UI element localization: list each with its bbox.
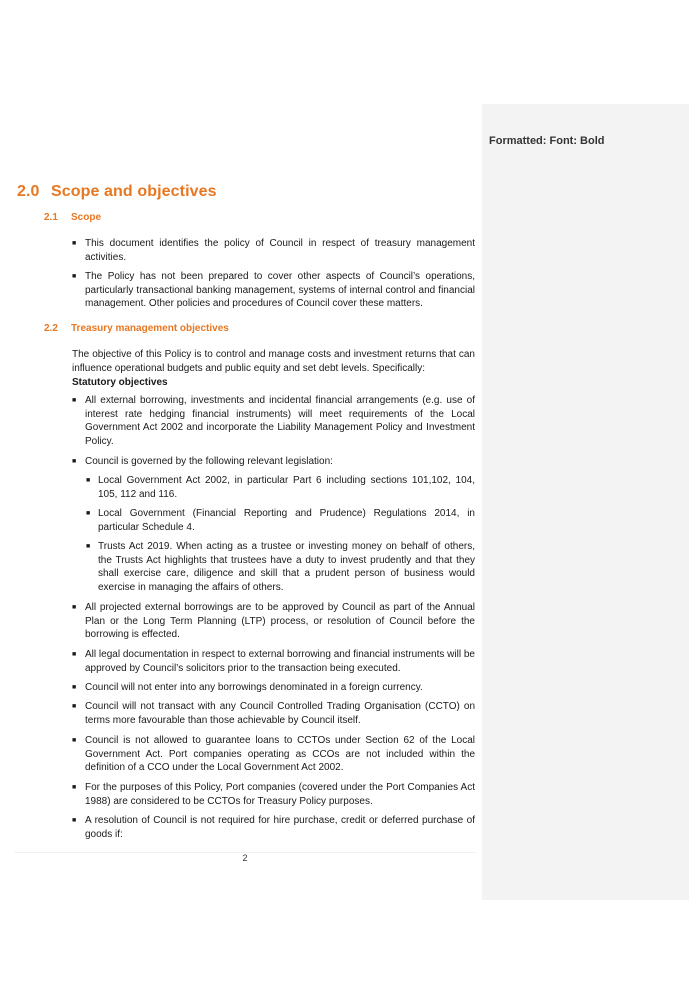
subsection-heading-objectives: 2.2 Treasury management objectives bbox=[44, 323, 229, 334]
list-item: ■All legal documentation in respect to e… bbox=[72, 649, 475, 674]
footer-divider bbox=[14, 852, 476, 853]
section-title: Scope and objectives bbox=[51, 183, 217, 200]
bullet-marker: ■ bbox=[72, 784, 77, 791]
subsection-heading-scope: 2.1 Scope bbox=[44, 212, 101, 223]
section-heading: 2.0 Scope and objectives bbox=[17, 183, 217, 201]
bullet-marker: ■ bbox=[72, 240, 77, 247]
list-item: ■For the purposes of this Policy, Port c… bbox=[72, 782, 475, 807]
document-page: 2.0 Scope and objectives 2.1 Scope ■This d… bbox=[14, 183, 476, 863]
page-number: 2 bbox=[242, 853, 248, 863]
list-item: ■Council will not enter into any borrowi… bbox=[72, 682, 423, 693]
bullet-marker: ■ bbox=[86, 477, 91, 484]
bullet-marker: ■ bbox=[72, 397, 77, 404]
list-item: ■The Policy has not been prepared to cov… bbox=[72, 271, 475, 309]
section-number: 2.0 bbox=[17, 183, 40, 200]
bullet-marker: ■ bbox=[72, 737, 77, 744]
bullet-marker: ■ bbox=[72, 458, 77, 465]
intro-paragraph: The objective of this Policy is to contr… bbox=[72, 349, 475, 374]
list-item: ■Council is governed by the following re… bbox=[72, 456, 333, 467]
sub-list-item: ■Trusts Act 2019. When acting as a trust… bbox=[86, 541, 475, 593]
bullet-marker: ■ bbox=[86, 510, 91, 517]
list-item: ■All projected external borrowings are t… bbox=[72, 602, 475, 640]
sub-list-item: ■Local Government (Financial Reporting a… bbox=[86, 508, 475, 533]
list-item: ■A resolution of Council is not required… bbox=[72, 815, 475, 840]
list-item: ■This document identifies the policy of … bbox=[72, 238, 475, 263]
bullet-marker: ■ bbox=[72, 703, 77, 710]
list-item: ■Council is not allowed to guarantee loa… bbox=[72, 735, 475, 773]
bullet-marker: ■ bbox=[72, 684, 77, 691]
list-item: ■Council will not transact with any Coun… bbox=[72, 701, 475, 726]
format-comment[interactable]: Formatted: Font: Bold bbox=[489, 135, 605, 147]
bullet-marker: ■ bbox=[72, 273, 77, 280]
comment-pane: Formatted: Font: Bold bbox=[482, 104, 689, 900]
list-item: ■All external borrowing, investments and… bbox=[72, 395, 475, 447]
subsection-title: Treasury management objectives bbox=[71, 323, 229, 334]
bullet-marker: ■ bbox=[72, 817, 77, 824]
bullet-marker: ■ bbox=[86, 543, 91, 550]
bullet-marker: ■ bbox=[72, 604, 77, 611]
subsection-number: 2.1 bbox=[44, 212, 58, 223]
subsection-number: 2.2 bbox=[44, 323, 58, 334]
statutory-objectives-label: Statutory objectives bbox=[72, 377, 168, 388]
subsection-title: Scope bbox=[71, 212, 102, 223]
bullet-marker: ■ bbox=[72, 651, 77, 658]
sub-list-item: ■Local Government Act 2002, in particula… bbox=[86, 475, 475, 500]
